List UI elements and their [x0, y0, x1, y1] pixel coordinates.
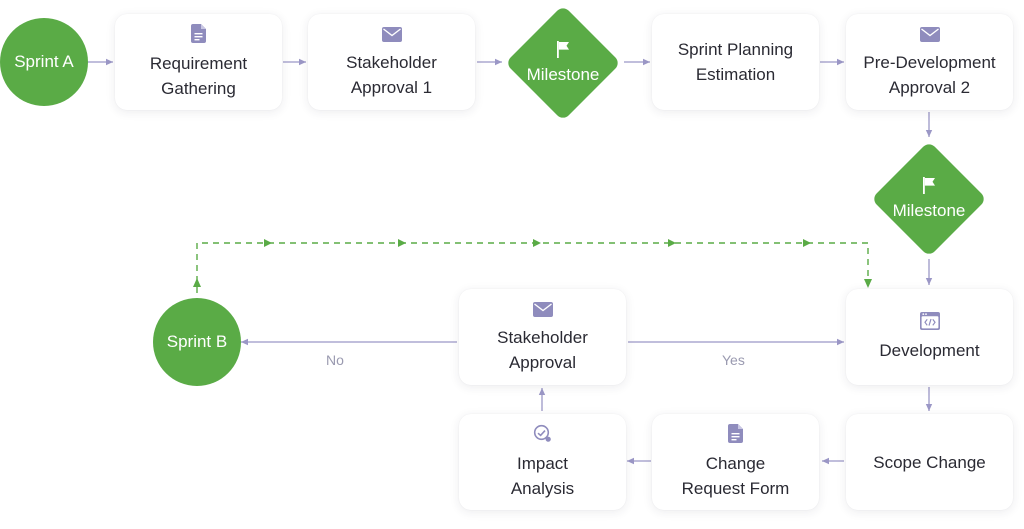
- dashed-arrowhead-2: [398, 239, 406, 247]
- envelope-icon: [919, 24, 940, 49]
- dashed-arrowhead-5: [803, 239, 811, 247]
- milestone-1-label: Milestone: [526, 64, 600, 84]
- development-label: Development: [879, 340, 980, 360]
- dashed-arrowhead-1: [264, 239, 272, 247]
- milestone-2-label: Milestone: [892, 200, 966, 220]
- milestone-1-node: Milestone: [504, 4, 622, 122]
- development-node: Development: [846, 289, 1013, 385]
- impact-analysis-label: Impact Analysis: [510, 453, 575, 498]
- scope-change-label: Scope Change: [873, 452, 986, 472]
- code-window-icon: [919, 311, 940, 337]
- stakeholder-approval-1-label: Stakeholder Approval 1: [346, 53, 437, 97]
- pre-development-approval-2-node: Pre-Development Approval 2: [846, 14, 1013, 110]
- flag-icon: [922, 176, 936, 200]
- edge-label-yes: Yes: [722, 352, 745, 368]
- envelope-icon: [532, 299, 553, 324]
- pre-development-approval-2-label: Pre-Development Approval 2: [863, 53, 996, 97]
- stakeholder-approval-1-node: Stakeholder Approval 1: [308, 14, 475, 110]
- document-icon: [727, 423, 744, 450]
- requirement-gathering-label: Requirement Gathering: [149, 53, 248, 98]
- flag-icon: [556, 40, 570, 64]
- stakeholder-approval-node: Stakeholder Approval: [459, 289, 626, 385]
- sprint-b-label: Sprint B: [166, 332, 228, 351]
- envelope-icon: [381, 24, 402, 49]
- dashed-arrowhead-4: [668, 239, 676, 247]
- dashed-arrowhead-up: [193, 278, 201, 287]
- edge-label-no: No: [326, 352, 344, 368]
- impact-analysis-node: Impact Analysis: [459, 414, 626, 510]
- sprint-a-label: Sprint A: [14, 52, 74, 71]
- dashed-loop-sprint-b-to-development: [196, 242, 869, 293]
- sprint-planning-node: Sprint Planning Estimation: [652, 14, 819, 110]
- dashed-arrowhead-down: [864, 279, 872, 288]
- analysis-gauge-icon: [533, 424, 552, 450]
- sprint-planning-label: Sprint Planning Estimation: [677, 40, 794, 84]
- change-request-form-node: Change Request Form: [652, 414, 819, 510]
- sprint-a-node: Sprint A: [0, 18, 88, 106]
- requirement-gathering-node: Requirement Gathering: [115, 14, 282, 110]
- document-icon: [190, 23, 207, 50]
- stakeholder-approval-label: Stakeholder Approval: [497, 328, 588, 372]
- dashed-arrowhead-3: [533, 239, 541, 247]
- scope-change-node: Scope Change: [846, 414, 1013, 510]
- sprint-b-node: Sprint B: [153, 298, 241, 386]
- milestone-2-node: Milestone: [870, 140, 988, 258]
- change-request-form-label: Change Request Form: [681, 453, 790, 498]
